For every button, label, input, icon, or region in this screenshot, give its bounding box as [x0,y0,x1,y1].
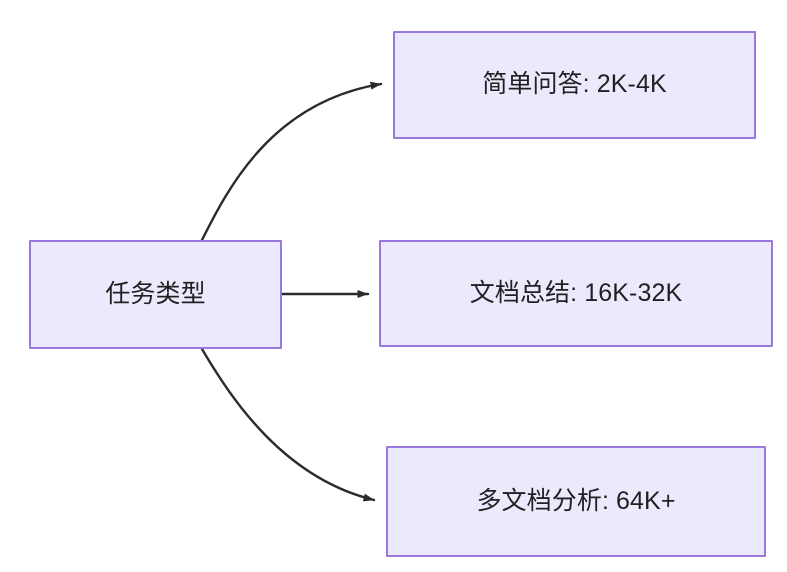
node-multi-doc-analysis[interactable]: 多文档分析: 64K+ [386,446,766,557]
node-task-type-label: 任务类型 [105,279,206,308]
node-simple-qa[interactable]: 简单问答: 2K-4K [393,31,756,139]
node-task-type[interactable]: 任务类型 [29,240,282,349]
node-simple-qa-label: 简单问答: 2K-4K [482,70,667,99]
node-doc-summary[interactable]: 文档总结: 16K-32K [379,240,773,347]
edge-root-to-simple [200,81,383,242]
edge-root-to-multi [200,347,376,502]
node-multi-doc-analysis-label: 多文档分析: 64K+ [476,486,676,515]
node-doc-summary-label: 文档总结: 16K-32K [469,278,683,307]
